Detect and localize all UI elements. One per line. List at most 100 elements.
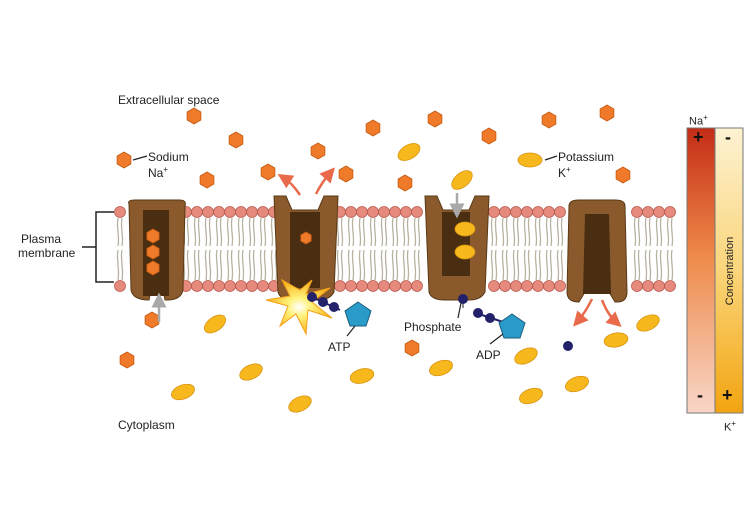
lipid-head <box>345 280 357 292</box>
k-bottom-sign: + <box>722 385 733 405</box>
lipid-tail <box>501 217 505 247</box>
lipid-tail <box>545 249 549 281</box>
lipid-tail <box>248 217 252 247</box>
ions <box>116 104 660 413</box>
sodium-ion <box>615 166 631 184</box>
lipid-tail <box>270 217 274 247</box>
adp-label: ADP <box>476 348 501 362</box>
lipid-head <box>224 280 236 292</box>
potassium-ion <box>203 314 227 334</box>
lipid-tail <box>402 217 406 247</box>
potassium-ion <box>636 314 660 332</box>
sodium-ion <box>144 311 160 329</box>
sodium-ion <box>116 151 132 169</box>
lipid-head <box>246 280 258 292</box>
lipid-tail <box>186 217 190 247</box>
pump-state-4 <box>566 199 628 303</box>
lipid-tail <box>369 217 373 247</box>
lipid-head <box>345 206 357 218</box>
lipid-tail <box>358 217 362 247</box>
lipid-tail <box>186 249 190 281</box>
lipid-tail <box>230 217 234 247</box>
lipid-head <box>400 206 412 218</box>
sodium-ion-bound <box>146 260 160 276</box>
sodium-ion <box>260 163 276 181</box>
sodium-ion <box>599 104 615 122</box>
sodium-ion-bound <box>146 228 160 244</box>
lipid-head <box>499 280 511 292</box>
lipid-head <box>334 280 346 292</box>
lipid-head <box>191 280 203 292</box>
lipid-tail <box>204 217 208 247</box>
protein-channel <box>290 212 320 288</box>
lipid-tail <box>208 249 212 281</box>
lipid-tail <box>644 249 648 281</box>
lipid-tail <box>197 249 201 281</box>
potassium-ion <box>514 347 538 365</box>
lipid-head <box>521 280 533 292</box>
lipid-tail <box>340 249 344 281</box>
lipid-head <box>202 280 214 292</box>
lipid-head <box>411 280 423 292</box>
lipid-tail <box>336 217 340 247</box>
phosphate-dot <box>329 302 339 312</box>
lipid-head <box>631 206 643 218</box>
lipid-tail <box>116 217 120 247</box>
lipid-head <box>664 280 676 292</box>
lipid-tail <box>560 249 564 281</box>
lipid-tail <box>494 217 498 247</box>
pump-state-2 <box>273 195 339 301</box>
potassium-concentration-bar <box>714 127 744 414</box>
lipid-tail <box>226 217 230 247</box>
lipid-head <box>554 206 566 218</box>
sodium-ion <box>365 119 381 137</box>
sodium-ion <box>427 110 443 128</box>
lipid-head <box>257 206 269 218</box>
potassium-ion <box>239 363 263 381</box>
lipid-tail <box>384 217 388 247</box>
lipid-head <box>642 280 654 292</box>
phosphate-dot <box>473 308 483 318</box>
lipid-tail <box>633 249 637 281</box>
lipid-head <box>378 206 390 218</box>
lipid-tail <box>226 249 230 281</box>
lipid-tail <box>340 217 344 247</box>
free-phosphate <box>563 341 573 351</box>
sodium-concentration-bar <box>686 127 716 414</box>
arrow-sodium-out-1 <box>277 174 302 196</box>
lipid-head <box>235 206 247 218</box>
lipid-tail <box>252 217 256 247</box>
lipid-tail <box>534 249 538 281</box>
lipid-tail <box>538 249 542 281</box>
lipid-tail <box>556 249 560 281</box>
sodium-ion <box>397 174 413 192</box>
lipid-tail <box>523 249 527 281</box>
lipid-tail <box>556 217 560 247</box>
lipid-head <box>532 206 544 218</box>
lipid-tail <box>512 249 516 281</box>
lipid-tail <box>351 249 355 281</box>
lipid-tail <box>241 217 245 247</box>
lipid-head <box>488 206 500 218</box>
lipid-tail <box>648 249 652 281</box>
protein-channel <box>583 214 611 294</box>
lipid-tail <box>527 249 531 281</box>
lipid-tail <box>560 217 564 247</box>
lipid-tail <box>274 249 278 281</box>
lipid-tail <box>204 249 208 281</box>
lipid-head <box>246 206 258 218</box>
lipid-tail <box>351 217 355 247</box>
lipid-tail <box>347 217 351 247</box>
lipid-tail <box>406 217 410 247</box>
lipid-head <box>543 280 555 292</box>
potassium-ion <box>519 387 543 405</box>
lipid-tail <box>549 217 553 247</box>
bar-sodium-label: Na+ <box>689 113 708 128</box>
sodium-ion <box>338 165 354 183</box>
cytoplasm-label: Cytoplasm <box>118 418 175 432</box>
lipid-tail <box>655 217 659 247</box>
lipid-tail <box>358 249 362 281</box>
potassium-ion <box>603 332 629 348</box>
lipid-tail <box>505 249 509 281</box>
